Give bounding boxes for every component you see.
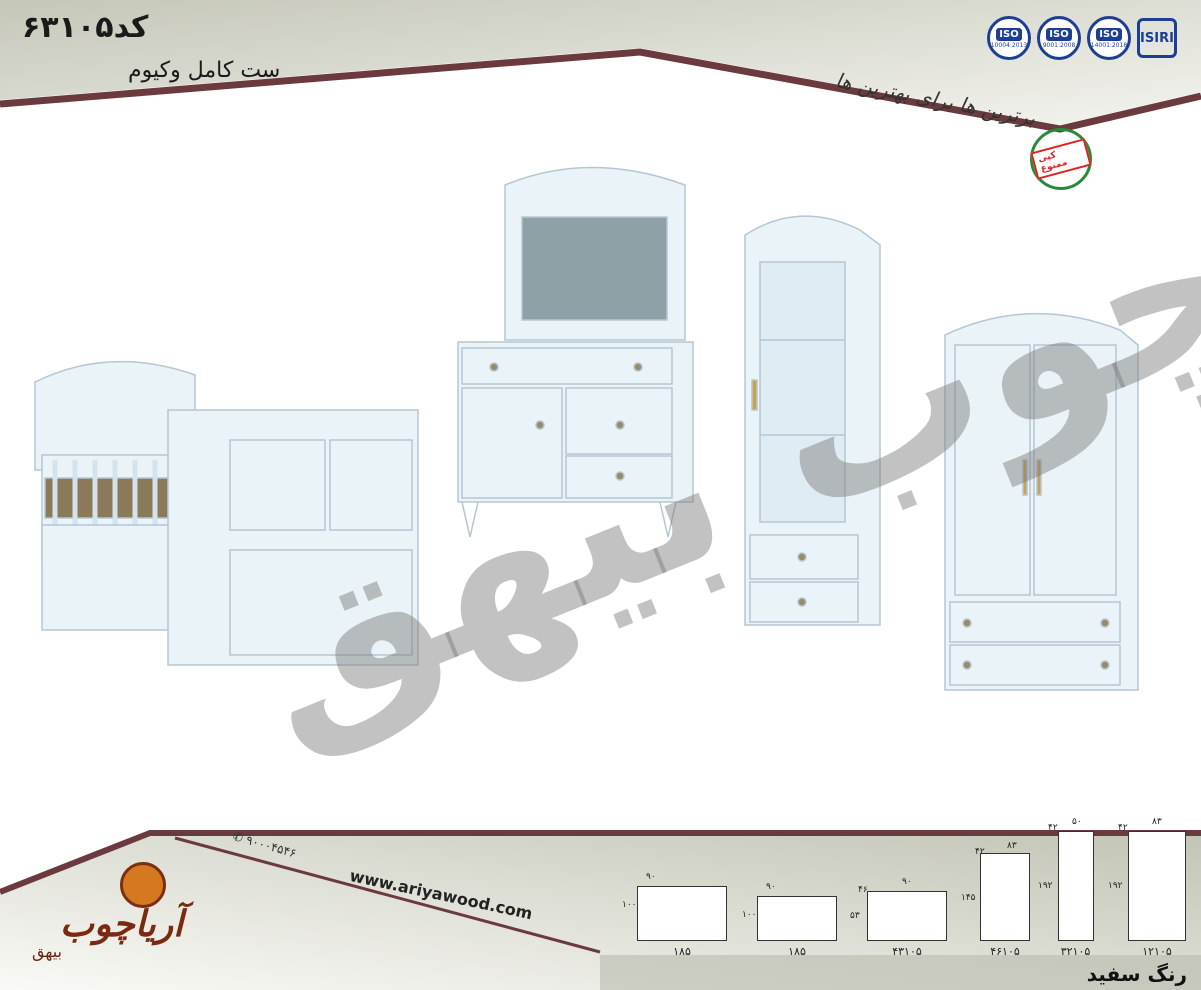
product-code: کد۶۳۱۰۵	[22, 10, 149, 45]
glass-cabinet-illustration	[744, 215, 881, 626]
wardrobe-illustration	[944, 313, 1139, 691]
logo-mark-icon	[120, 862, 166, 908]
color-label: رنگ سفید	[1086, 962, 1187, 986]
copy-forbidden-stamp: کپی ممنوع	[1030, 128, 1092, 190]
brand-logo: آریاچوب بیهق	[20, 862, 230, 972]
isiri-logo-icon: ISIRI	[1137, 18, 1177, 58]
product-title: ست کامل وکیوم	[128, 58, 281, 83]
dresser-illustration	[457, 166, 694, 538]
crib-illustration	[34, 360, 419, 666]
